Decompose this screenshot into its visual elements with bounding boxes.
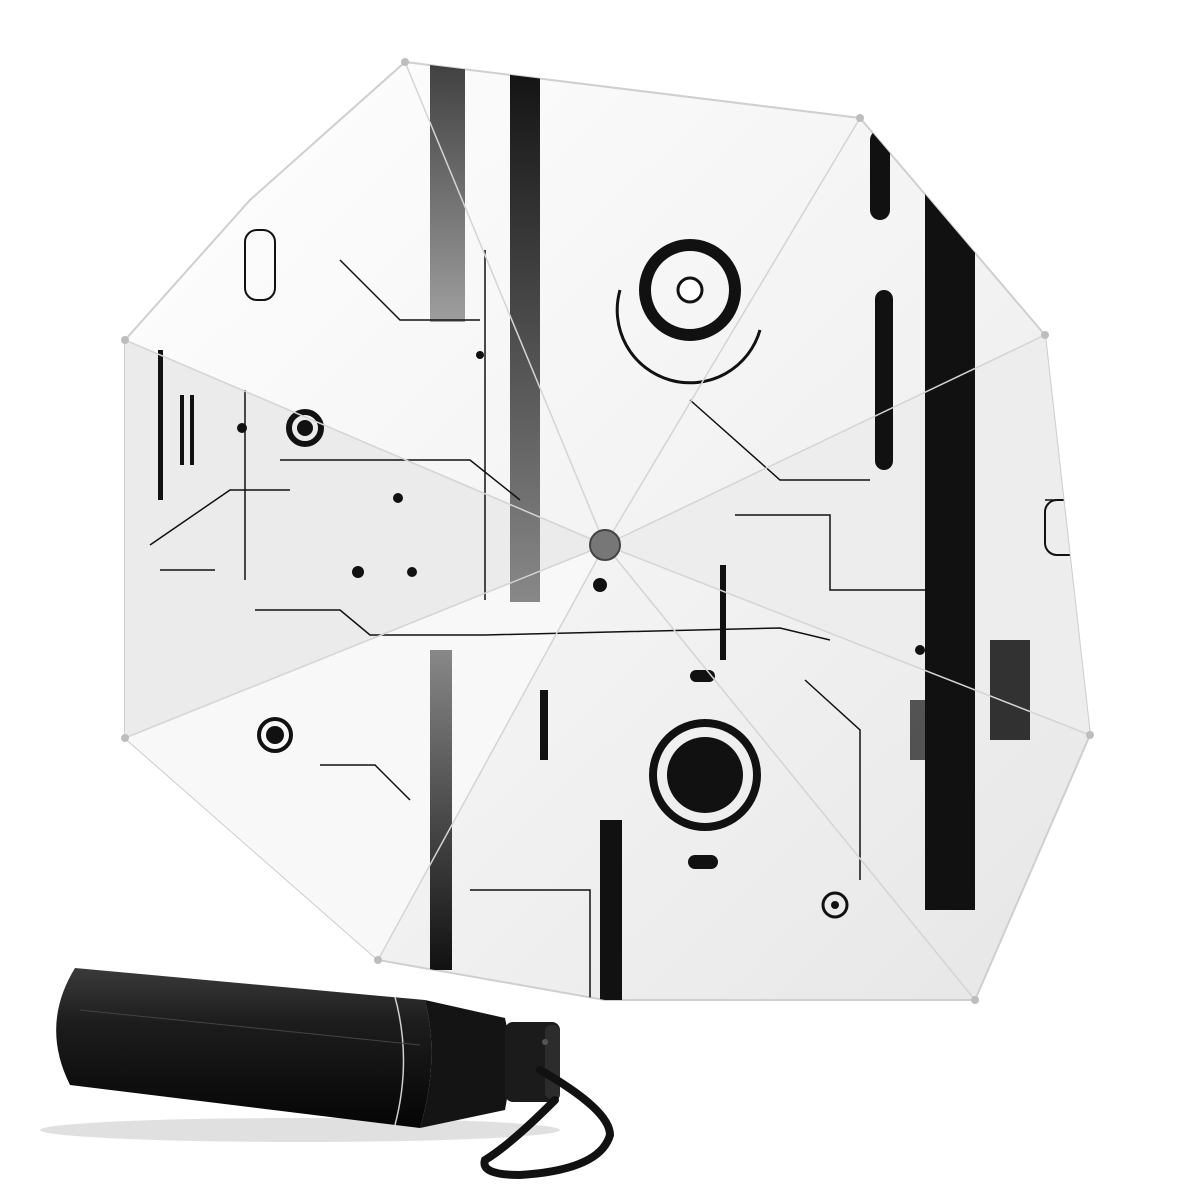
folded-body-end [420, 1000, 510, 1128]
folded-canopy-body [56, 968, 432, 1128]
rib-tips [121, 58, 1094, 1004]
canopy-center-cap [589, 529, 621, 561]
circuit-pattern [149, 62, 1090, 1000]
folded-umbrella [40, 968, 615, 1180]
open-umbrella-canopy [121, 58, 1094, 1004]
canopy-ribs [124, 61, 1091, 1001]
wrist-strap[interactable] [480, 1066, 615, 1180]
